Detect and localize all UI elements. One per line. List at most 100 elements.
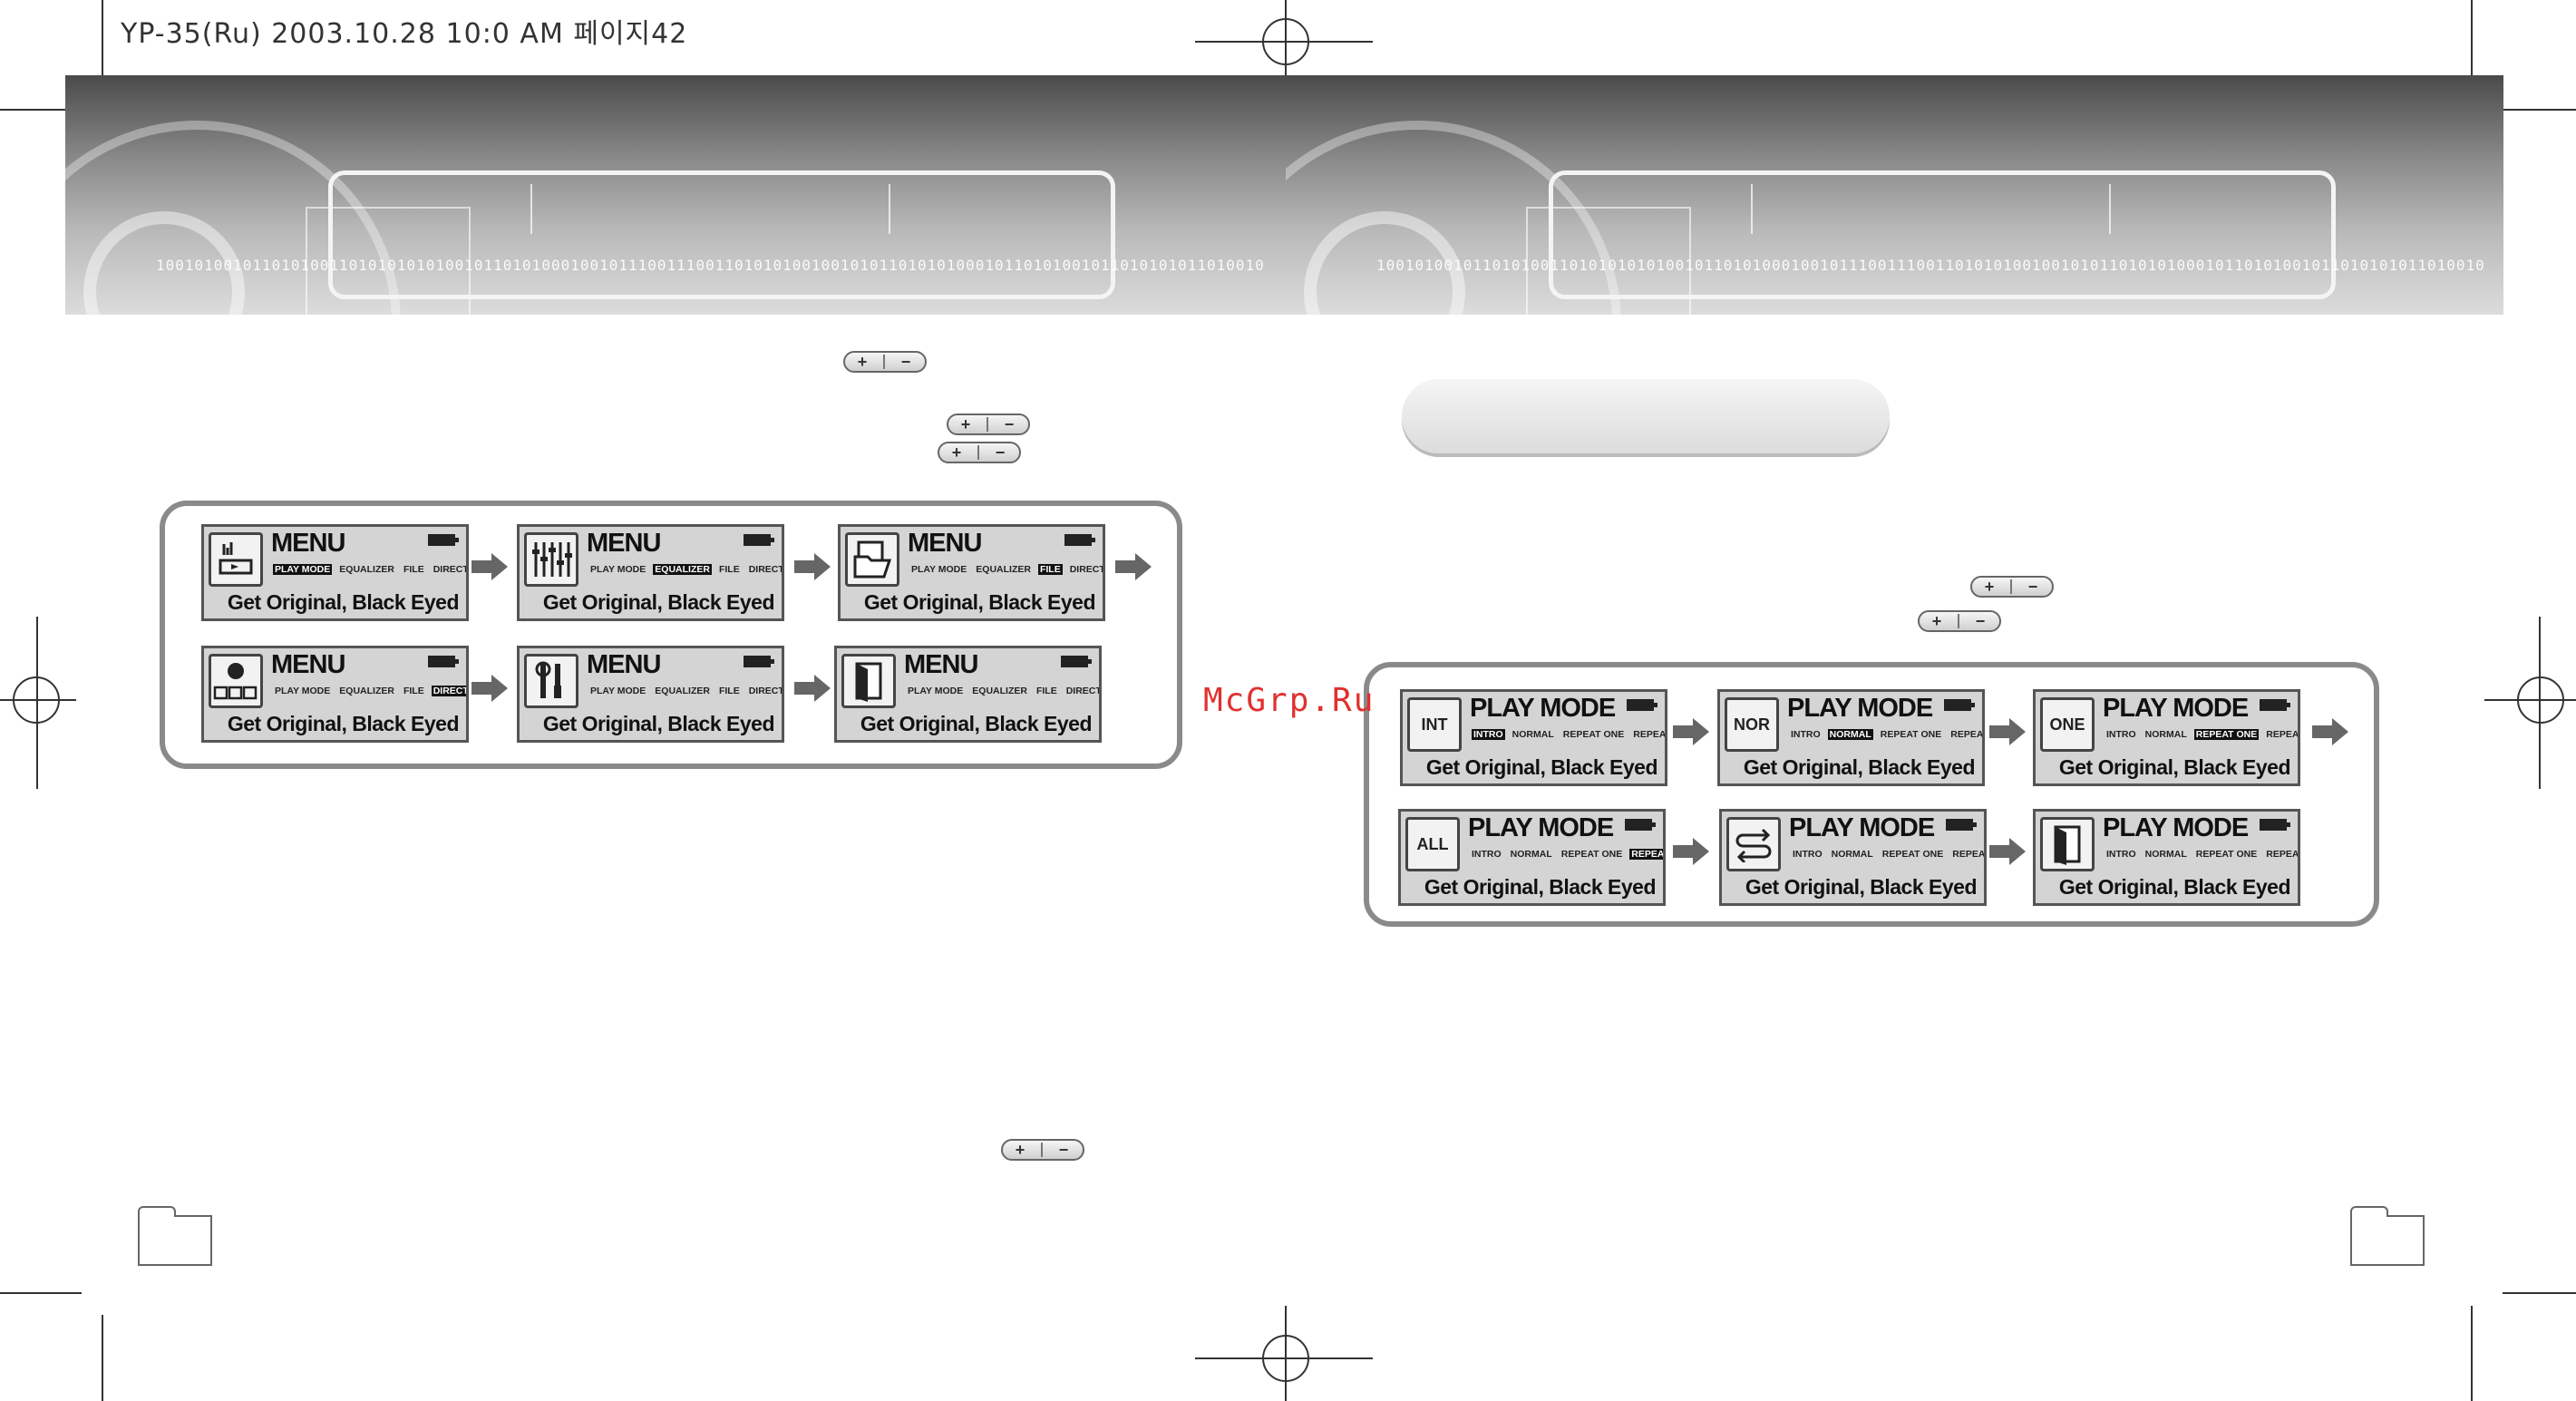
battery-icon [2260,819,2290,831]
setting-icon [524,654,578,708]
exit-door-icon [841,654,896,708]
lcd-track-text: Get Original, Black Eyed [542,590,775,614]
crop-mark [102,0,103,82]
crop-mark [2503,109,2576,111]
lcd-option: REPEAT ONE [1880,729,1942,740]
play-mode-int-icon: INT [1407,697,1462,752]
lcd-option: FILE [403,686,424,696]
print-header: YP-35(Ru) 2003.10.28 10:0 AM 페이지42 [121,18,688,50]
right-arrow-icon [1671,836,1711,867]
lcd-option: DIRECT PLAY [748,686,784,696]
play-mode-icon [209,532,263,587]
right-arrow-icon [792,551,832,582]
lcd-title: PLAY MODE [2103,813,2249,842]
exit-door-icon [2040,817,2095,871]
binary-text: 1001010010110101001101010101010010110101… [1376,257,2485,274]
right-arrow-icon [470,673,510,704]
lcd-track-text: Get Original, Black Eyed [227,590,460,614]
lcd-option: FILE [718,564,740,575]
registration-line [0,699,76,701]
lcd-option: PLAY MODE [590,686,646,696]
mode-label: ALL [1416,834,1449,853]
lcd-option: EQUALIZER [339,564,394,575]
battery-icon [1061,656,1092,667]
mode-label: NOR [1734,715,1770,734]
lcd-track-text: Get Original, Black Eyed [1743,755,1976,779]
lcd-track-text: Get Original, Black Eyed [863,590,1096,614]
lcd-title: MENU [587,529,661,558]
lcd-option: REPEAT ONE [1881,849,1944,860]
lcd-option: NORMAL [1831,849,1873,860]
lcd-option: REPEAT ONE [1560,849,1623,860]
registration-line [1195,1357,1373,1359]
lcd-option: PLAY MODE [911,564,967,575]
lcd-option: EQUALIZER [972,686,1027,696]
lcd-title: PLAY MODE [1789,813,1935,842]
lcd-option: INTRO [1791,729,1821,740]
lcd-option: INTRO [1472,729,1505,740]
crop-mark [2471,1306,2473,1401]
play-mode-one-icon: ONE [2040,697,2095,752]
lcd-title: MENU [587,650,661,679]
play-mode-nor-icon: NOR [1725,697,1779,752]
plus-minus-button: +− [938,442,1021,463]
header-banner-left: 1001010010110101001101010101010010110101… [65,75,1286,315]
binary-text: 1001010010110101001101010101010010110101… [156,257,1265,274]
lcd-option: REPEAT ALL [1952,849,1987,860]
right-arrow-icon [470,551,510,582]
lcd-option: DIRECT PLAY [433,564,469,575]
right-arrow-icon [1113,551,1153,582]
lcd-title: MENU [271,529,345,558]
lcd-track-text: Get Original, Black Eyed [2058,755,2291,779]
direct-play-icon [209,654,263,708]
lcd-option: NORMAL [1512,729,1554,740]
lcd-option: DIRECT PLAY [748,564,784,575]
lcd-option: NORMAL [1510,849,1552,860]
lcd-option: DIRECT PLAY [1069,564,1105,575]
lcd-track-text: Get Original, Black Eyed [1424,875,1657,899]
lcd-option: REPEAT ONE [2193,729,2260,740]
lcd-option: FILE [718,686,740,696]
shuffle-icon [1726,817,1781,871]
lcd-option: REPEAT ALL [1629,849,1663,860]
lcd-option: EQUALIZER [339,686,394,696]
lcd-option: NORMAL [2144,849,2187,860]
lcd-option: REPEAT ALL [2266,729,2300,740]
battery-icon [1627,699,1657,711]
lcd-option: INTRO [2106,849,2136,860]
lcd-option: REPEAT ONE [1562,729,1625,740]
crop-mark [2503,1292,2576,1294]
lcd-option: FILE [1037,564,1063,575]
registration-line [2484,699,2576,701]
battery-icon [428,534,459,546]
lcd-option: FILE [1035,686,1057,696]
lcd-option: EQUALIZER [655,686,710,696]
battery-icon [2260,699,2290,711]
lcd-title: MENU [908,529,982,558]
lcd-title: PLAY MODE [1470,694,1616,723]
plus-minus-button: +− [1001,1139,1084,1161]
lcd-track-text: Get Original, Black Eyed [860,712,1093,735]
lcd-option: NORMAL [2144,729,2187,740]
lcd-title: PLAY MODE [1787,694,1933,723]
crop-mark [0,109,82,111]
lcd-option: DIRECT PLAY [431,686,466,696]
lcd-option: REPEAT ALL [1950,729,1985,740]
